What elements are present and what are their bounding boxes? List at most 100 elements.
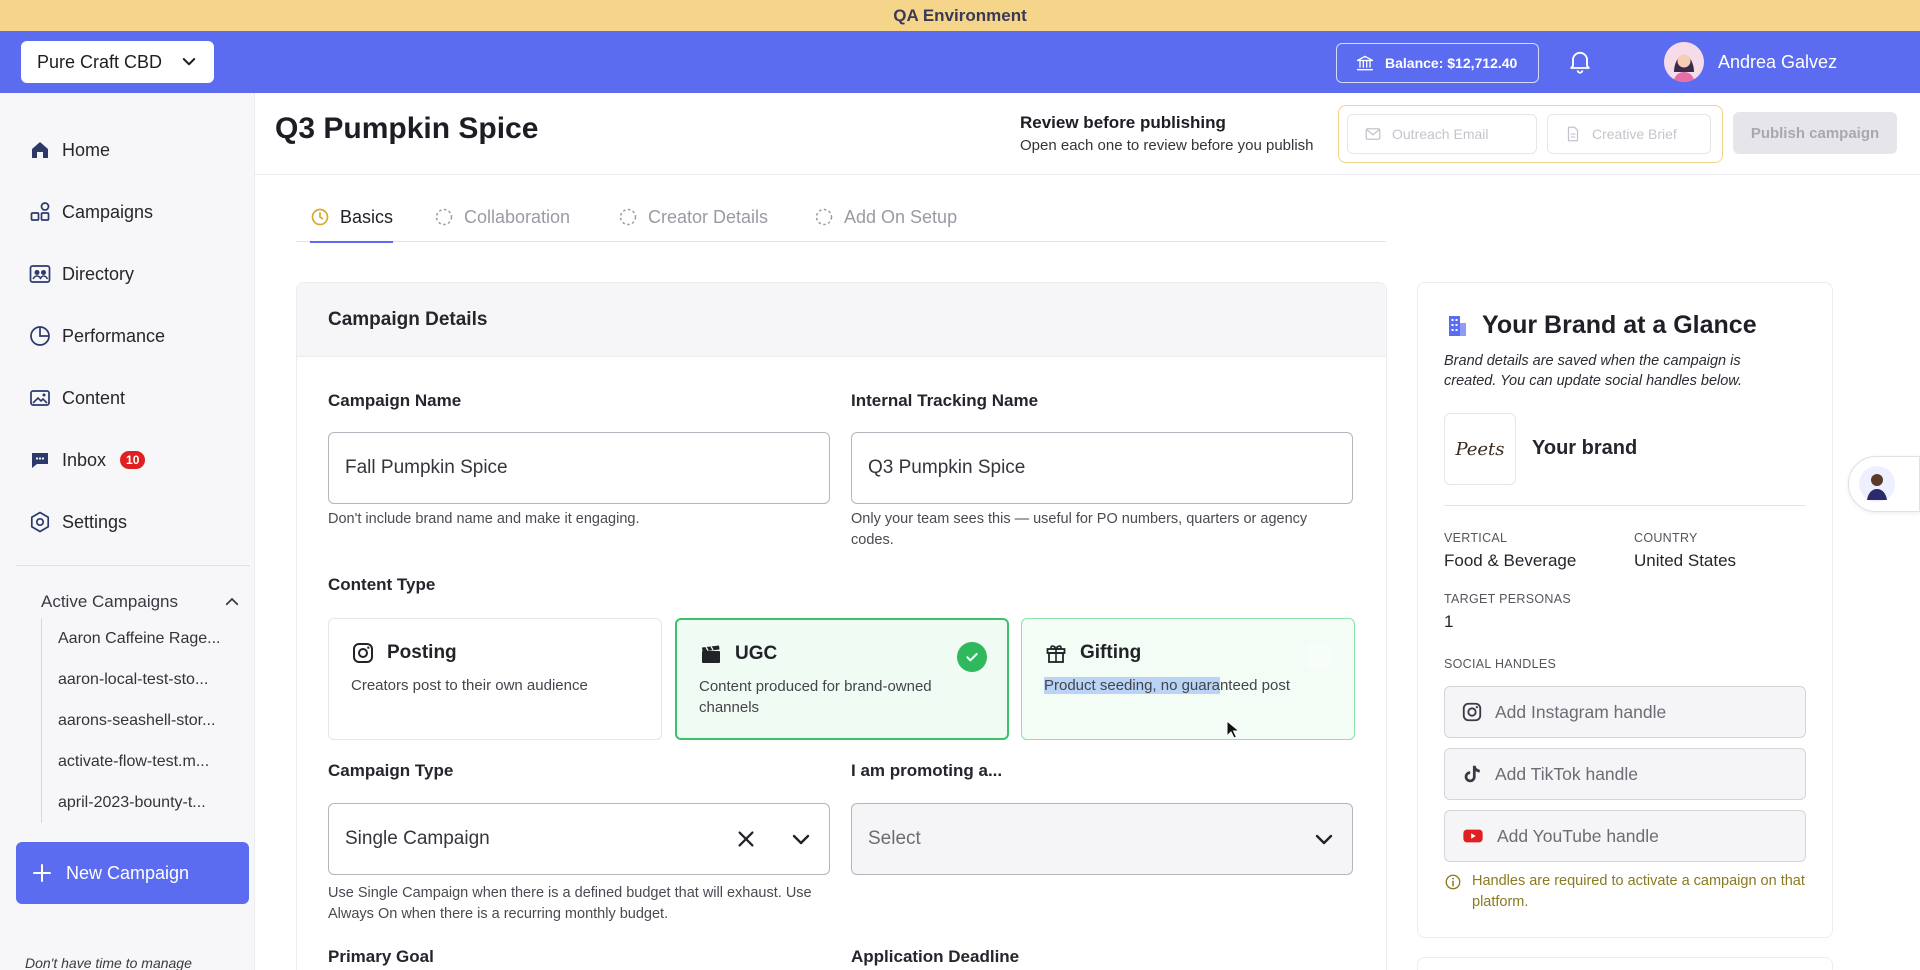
avatar [1664, 42, 1704, 82]
content-type-posting[interactable]: Posting Creators post to their own audie… [328, 618, 662, 740]
selected-check-icon [957, 642, 987, 672]
creative-brief-button[interactable]: Creative Brief [1547, 114, 1711, 154]
active-campaign-item[interactable]: aarons-seashell-stor... [58, 711, 216, 729]
brand-logo: Peets [1444, 413, 1516, 485]
campaign-name-help: Don't include brand name and make it eng… [328, 511, 640, 527]
tiktok-handle-input[interactable]: Add TikTok handle [1444, 748, 1806, 800]
instagram-handle-input[interactable]: Add Instagram handle [1444, 686, 1806, 738]
support-chat-button[interactable] [1848, 456, 1920, 512]
unselected-check-icon [1304, 641, 1334, 671]
envelope-icon [1365, 128, 1381, 140]
balance-button[interactable]: Balance: $12,712.40 [1336, 43, 1539, 83]
home-icon [32, 142, 48, 158]
plus-icon [33, 864, 51, 882]
balance-label: Balance: $12,712.40 [1385, 55, 1518, 71]
brand-panel-note: Brand details are saved when the campaig… [1444, 353, 1743, 390]
social-handles-label: SOCIAL HANDLES [1444, 657, 1557, 671]
clock-icon [311, 208, 329, 226]
tab-basics[interactable]: Basics [310, 192, 394, 243]
support-agent-icon [1859, 466, 1895, 502]
active-campaigns-toggle[interactable]: Active Campaigns [41, 592, 241, 612]
active-campaign-item[interactable]: activate-flow-test.m... [58, 752, 210, 770]
country-value: United States [1634, 551, 1737, 570]
active-campaign-item[interactable]: Aaron Caffeine Rage... [58, 629, 221, 647]
sidebar-footer-text: Don't have time to manage [25, 955, 192, 970]
performance-icon [30, 326, 50, 346]
campaign-type-label: Campaign Type [328, 761, 454, 780]
chevron-down-icon [182, 58, 196, 66]
instagram-icon [1462, 702, 1482, 722]
document-icon [1567, 126, 1579, 142]
campaign-tabs: Basics Collaboration Creator Details Add… [296, 192, 1386, 243]
campaign-details-heading: Campaign Details [297, 283, 1386, 357]
selected-text: Product seeding, no guara [1044, 677, 1220, 694]
directory-icon [29, 265, 51, 283]
chevron-up-icon [225, 598, 239, 606]
sidebar-divider [16, 565, 250, 566]
sidebar: Home Campaigns Directory Performance Con… [0, 93, 255, 970]
content-type-gifting[interactable]: Gifting Product seeding, no guaranteed p… [1021, 618, 1355, 740]
instagram-icon [353, 643, 373, 663]
header-divider [255, 174, 1920, 175]
next-panel-edge [1417, 957, 1833, 970]
environment-banner: QA Environment [0, 0, 1920, 31]
dashed-circle-icon [815, 208, 833, 226]
chevron-down-icon[interactable] [789, 827, 813, 851]
campaign-name-input[interactable]: Fall Pumpkin Spice [328, 432, 830, 504]
settings-icon [30, 511, 50, 533]
campaign-details-card: Campaign Details Campaign Name Fall Pump… [296, 282, 1387, 970]
publish-campaign-button[interactable]: Publish campaign [1733, 112, 1897, 154]
review-subtitle: Open each one to review before you publi… [1020, 137, 1314, 154]
tab-creator-details[interactable]: Creator Details [618, 192, 768, 242]
tiktok-icon [1464, 765, 1480, 783]
user-name: Andrea Galvez [1718, 51, 1838, 72]
content-icon [30, 390, 50, 406]
sidebar-item-content[interactable]: Content [28, 383, 125, 413]
brand-panel-title: Your Brand at a Glance [1482, 311, 1757, 339]
tracking-name-input[interactable]: Q3 Pumpkin Spice [851, 432, 1353, 504]
building-icon [1449, 315, 1466, 336]
chevron-down-icon [1315, 834, 1333, 845]
youtube-handle-input[interactable]: Add YouTube handle [1444, 810, 1806, 862]
sidebar-item-performance[interactable]: Performance [28, 321, 165, 351]
mouse-cursor-icon [1226, 720, 1240, 740]
sidebar-item-settings[interactable]: Settings [28, 507, 127, 537]
active-campaign-item[interactable]: april-2023-bounty-t... [58, 793, 206, 811]
campaign-type-select[interactable]: Single Campaign [328, 803, 830, 875]
info-icon [1445, 874, 1461, 890]
promoting-select[interactable]: Select [851, 803, 1353, 875]
user-menu[interactable]: Andrea Galvez [1664, 41, 1837, 83]
clear-icon[interactable] [735, 828, 757, 850]
notifications-button[interactable] [1566, 47, 1594, 75]
campaign-type-help: Use Single Campaign when there is a defi… [328, 885, 812, 923]
sidebar-item-home[interactable]: Home [28, 135, 110, 165]
dashed-circle-icon [435, 208, 453, 226]
target-personas-label: TARGET PERSONAS [1444, 592, 1571, 606]
promoting-label: I am promoting a... [851, 761, 1003, 780]
inbox-icon [32, 453, 48, 468]
primary-goal-label: Primary Goal [328, 947, 434, 966]
brand-name: Your brand [1532, 437, 1638, 459]
bell-icon [1570, 51, 1590, 74]
vertical-label: VERTICAL [1444, 531, 1508, 545]
content-type-ugc[interactable]: UGC Content produced for brand-owned cha… [675, 618, 1009, 740]
sidebar-item-campaigns[interactable]: Campaigns [28, 197, 153, 227]
new-campaign-button[interactable]: New Campaign [16, 842, 249, 904]
vertical-value: Food & Beverage [1444, 551, 1577, 570]
page-title: Q3 Pumpkin Spice [275, 112, 539, 145]
brand-selector[interactable]: Pure Craft CBD [21, 41, 214, 83]
sidebar-item-inbox[interactable]: Inbox 10 [28, 445, 146, 475]
content-type-label: Content Type [328, 575, 436, 594]
youtube-icon [1463, 829, 1483, 843]
bank-icon [1356, 55, 1374, 71]
tab-collaboration[interactable]: Collaboration [434, 192, 570, 242]
active-campaign-item[interactable]: aaron-local-test-sto... [58, 670, 209, 688]
outreach-email-button[interactable]: Outreach Email [1347, 114, 1537, 154]
tab-add-on-setup[interactable]: Add On Setup [814, 192, 957, 242]
country-label: COUNTRY [1634, 531, 1698, 545]
target-personas-value: 1 [1444, 612, 1454, 631]
tracking-name-help: Only your team sees this — useful for PO… [851, 511, 1308, 549]
review-title: Review before publishing [1020, 113, 1226, 132]
tracking-name-label: Internal Tracking Name [851, 391, 1039, 410]
sidebar-item-directory[interactable]: Directory [28, 259, 134, 289]
